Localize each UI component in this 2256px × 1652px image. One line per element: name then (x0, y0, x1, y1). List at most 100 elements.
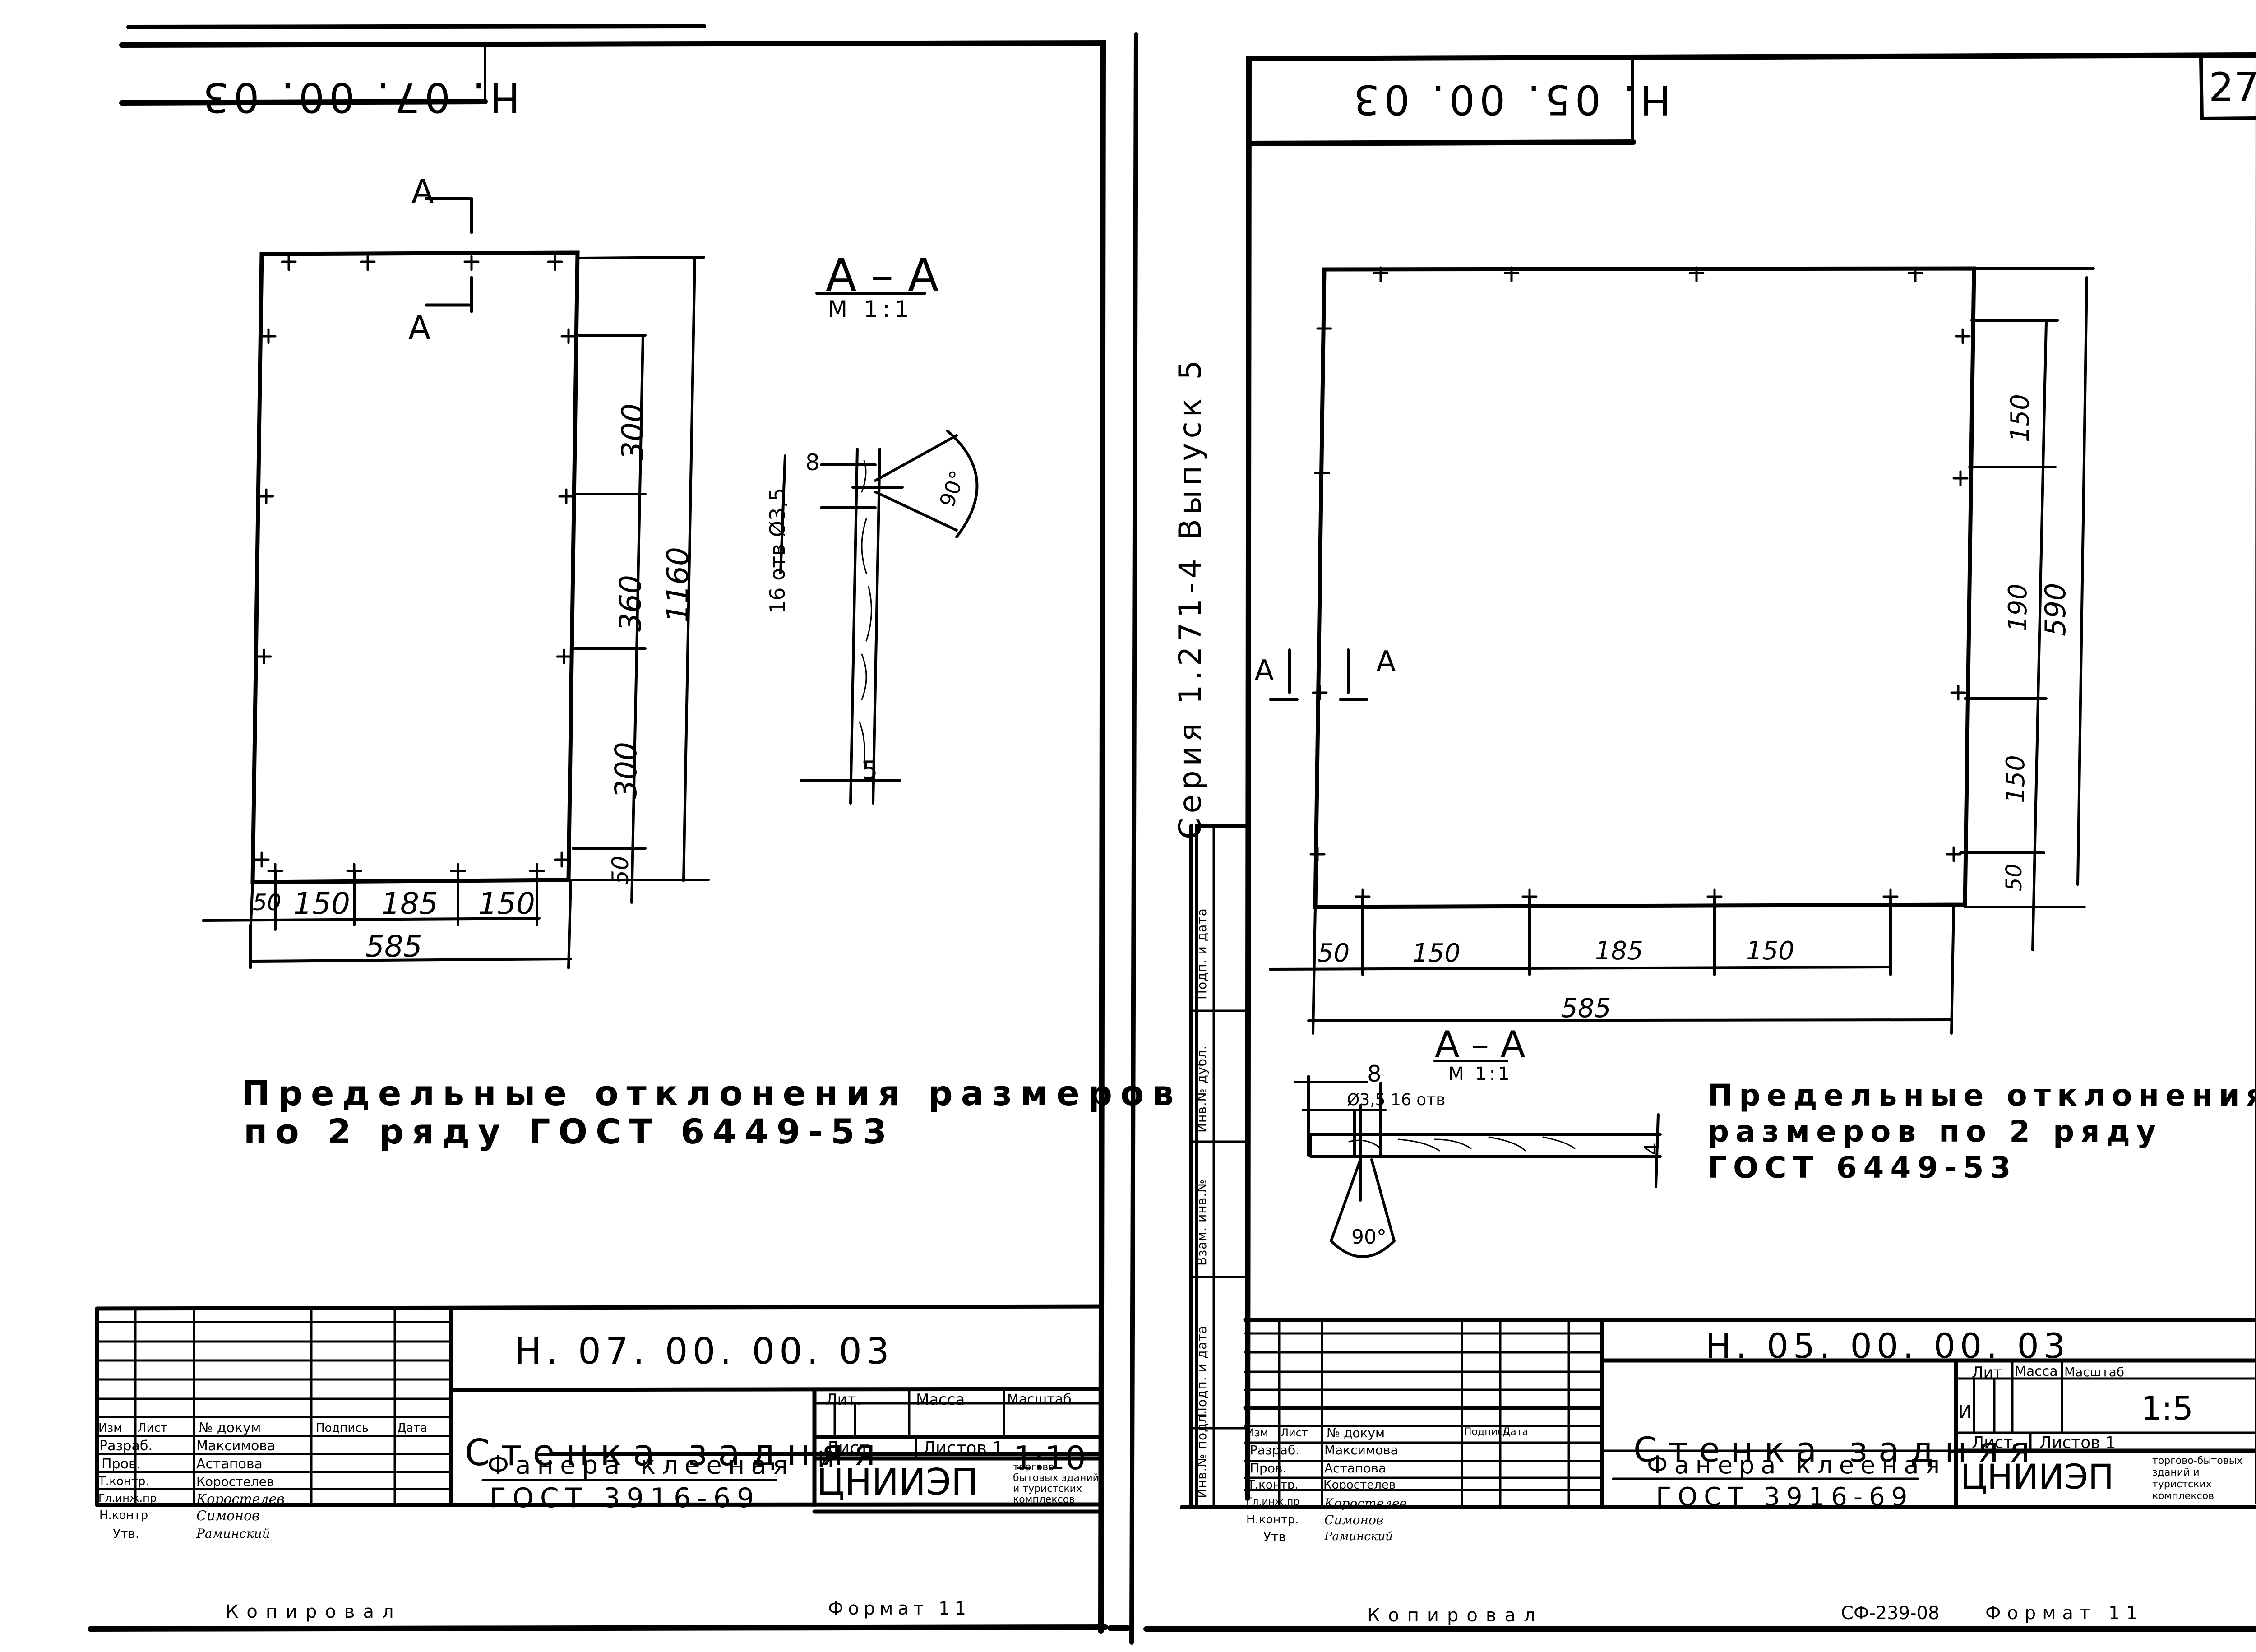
left-hdr-ndoc: № докум (199, 1420, 261, 1436)
left-part-name: Стенка задняя (465, 1432, 887, 1474)
right-lit-label: Лит (1972, 1364, 2002, 1382)
right-dim-h-2: 150 (1412, 939, 1461, 968)
right-hdr-ndoc: № докум (1327, 1425, 1385, 1440)
right-name-5: Симонов (1324, 1513, 1384, 1527)
left-scale-label: Масштаб (1007, 1392, 1072, 1407)
right-part-name: Стенка задняя (1633, 1430, 2041, 1470)
left-role-6: Утв. (113, 1526, 139, 1541)
left-role-2: Пров. (102, 1456, 141, 1472)
right-scale-label: Масштаб (2064, 1365, 2125, 1379)
stamp-podp-data-2: Подп. и дата (1194, 908, 1209, 1000)
left-hdr-sign: Подпись (316, 1421, 369, 1435)
right-corner-code: Н. 05. 00. 03 (1349, 76, 1671, 123)
left-dim-v-1: 300 (615, 403, 650, 460)
right-dim-v-2: 190 (2003, 583, 2033, 632)
right-dim-v-3: 150 (2001, 755, 2030, 803)
right-org-full: торгово-бытовых зданий и туристских комп… (2152, 1455, 2243, 1502)
right-section-title: А – А (1435, 1023, 1526, 1065)
left-sheet-label: Лист (826, 1438, 869, 1458)
left-role-3: Т.контр. (98, 1475, 149, 1488)
left-note-line1: Предельные отклонения размеров (241, 1073, 1182, 1113)
right-lit-value: И (1958, 1402, 1972, 1423)
right-material-2: ГОСТ 3916-69 (1656, 1482, 1914, 1512)
right-section-scale: М 1:1 (1448, 1064, 1512, 1084)
right-dim-h-total: 585 (1561, 993, 1611, 1023)
left-section-mark-bottom: А (408, 309, 431, 347)
right-role-3: Т.контр. (1248, 1478, 1299, 1492)
left-role-4: Гл.инж.пр (98, 1492, 157, 1504)
left-dim-h-3: 185 (381, 886, 438, 921)
right-note-line1: Предельные отклонения (1708, 1078, 2256, 1113)
left-dim-v-2: 360 (613, 575, 648, 632)
right-dim-h-1: 50 (1318, 939, 1350, 968)
right-role-6: Утв (1263, 1529, 1286, 1544)
left-thickness: 5 (862, 756, 878, 785)
stamp-inv-podl: Инв.№ подл. (1194, 1410, 1209, 1498)
page-number: 27 (2209, 64, 2256, 111)
left-dim-v-total: 1160 (661, 547, 695, 623)
right-material-1: Фанера клееная (1647, 1451, 1946, 1479)
right-name-3: Коростелев (1323, 1478, 1396, 1492)
left-doc-code: Н. 07. 00. 00. 03 (514, 1330, 894, 1372)
left-dim-v-4: 50 (607, 856, 633, 884)
left-role-5: Н.контр (99, 1509, 148, 1522)
left-hdr-izm: Изм (98, 1421, 122, 1435)
left-dim-v-3: 300 (609, 742, 643, 799)
right-copied-label: Копировал (1367, 1605, 1544, 1626)
left-dim-h-1: 50 (253, 889, 282, 916)
right-role-4: Гл.инж.пр (1246, 1496, 1300, 1508)
right-name-6: Раминский (1324, 1530, 1393, 1543)
left-name-3: Коростелев (196, 1474, 274, 1489)
left-copied-label: Копировал (226, 1601, 402, 1622)
right-name-4: Коростелев (1324, 1496, 1407, 1511)
right-hdr-sign: Подпись (1464, 1426, 1509, 1438)
left-material-1: Фанера клееная (487, 1451, 795, 1480)
left-material-2: ГОСТ 3916-69 (490, 1482, 761, 1514)
left-name-5: Симонов (196, 1508, 260, 1524)
left-lit-label: Лит. (826, 1391, 861, 1409)
series-label: Серия 1.271-4 Выпуск 5 (1173, 356, 1208, 839)
left-dim-h-4: 150 (478, 886, 535, 921)
right-org-short: ЦНИИЭП (1960, 1457, 2114, 1497)
right-dim-h-3: 185 (1595, 936, 1643, 966)
right-hdr-date: Дата (1502, 1426, 1528, 1438)
right-sheets-label: Листов 1 (2039, 1434, 2116, 1452)
left-section-title: А – А (826, 249, 939, 301)
left-lit-value: И (818, 1447, 834, 1472)
stamp-vzam-inv: Взам. инв.№ (1194, 1179, 1209, 1266)
right-section-mark-left: А (1254, 654, 1274, 688)
left-mass-label: Масса (916, 1391, 965, 1409)
left-name-2: Астапова (196, 1456, 263, 1472)
stamp-inv-dubl: Инв.№ дубл. (1194, 1045, 1209, 1133)
left-countersink-depth: 8 (805, 449, 820, 476)
left-dim-h-total: 585 (365, 929, 422, 964)
right-countersink-depth: 8 (1367, 1061, 1382, 1087)
left-format-label: Формат 11 (828, 1598, 971, 1619)
right-note-line3: ГОСТ 6449-53 (1708, 1150, 2017, 1185)
right-thickness: 4 (1641, 1143, 1664, 1155)
right-section-mark-right: А (1376, 645, 1396, 679)
right-role-1: Разраб. (1250, 1443, 1300, 1458)
right-sheet-label: Лист (1972, 1434, 2013, 1452)
left-scale-value: 1:10 (1013, 1439, 1086, 1477)
stamp-podp-data-1: Подп. и дата (1194, 1325, 1209, 1417)
right-hdr-izm: Изм (1246, 1426, 1268, 1439)
right-name-1: Максимова (1324, 1443, 1398, 1458)
right-role-5: Н.контр. (1246, 1513, 1299, 1527)
right-holes-note: Ø3,5 16 отв (1347, 1091, 1446, 1109)
left-section-mark-top: А (411, 172, 434, 210)
right-format-label: Формат 11 (1985, 1603, 2144, 1624)
right-name-2: Астапова (1324, 1461, 1387, 1476)
left-holes-note: 16 отв Ø3,5 (765, 487, 790, 614)
right-countersink-angle: 90° (1351, 1226, 1387, 1249)
left-role-1: Разраб. (99, 1438, 153, 1454)
right-mass-label: Масса (2015, 1364, 2058, 1379)
right-stamp-code: СФ-239-08 (1841, 1603, 1940, 1624)
left-name-4: Коростелев (196, 1491, 285, 1507)
right-dim-h-4: 150 (1746, 936, 1794, 966)
left-org-full: торгово-бытовых зданий и туристских комп… (1013, 1462, 1099, 1505)
left-note-line2: по 2 ряду ГОСТ 6449-53 (244, 1111, 895, 1152)
right-role-2: Пров. (1250, 1461, 1287, 1476)
right-dim-v-1: 150 (2006, 394, 2035, 442)
